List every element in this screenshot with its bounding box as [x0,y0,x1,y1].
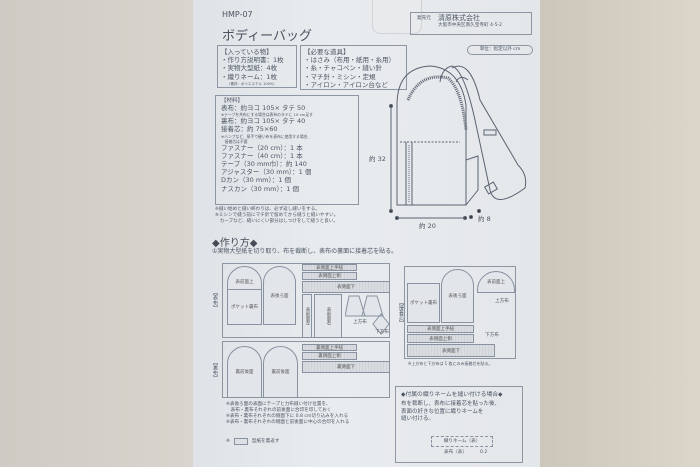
note-line: カーブなど、縫いにくい部分はしつけをして縫うと良い。 [215,219,339,224]
pattern-piece: 裏側面上側 [302,352,357,360]
zipper [406,75,468,131]
contents-item: ・織りネーム：1枚 [221,72,277,81]
piece-label: 上方布 [495,299,509,304]
depth-dimension: 約 8 [478,215,491,223]
material-line: ファスナー（40 cm）：1 本 [221,151,303,160]
layout-notes: ※表後ろ面の表面にテープと力布縫い付け位置を、 表布・裏布それぞれの前後面に合印… [226,402,349,426]
material-line: Dカン（30 mm）：1 個 [221,176,291,185]
outer-fabric-layout: 表前面上 ポケット裏布 表後ろ面 表側面上手紐 表側面上側 表側面下 表前面左 … [222,263,390,338]
pattern-piece: 裏側面下 [302,361,390,373]
tools-box: 【必要な道具】 ・はさみ（布用・紙用・糸用） ・糸・チャコペン・縫い針 ・マチ針… [300,45,407,90]
publisher-label: 発売元 [417,16,431,21]
pattern-piece: 表側面下 [302,281,390,293]
material-line: 表布：約ヨコ 105× タテ 50 [221,104,306,112]
pattern-piece: 表前面左 [302,294,312,338]
publisher-address: 大阪市中央区南久宝寺町 4-5-2 [438,23,503,28]
fabric-label: 表布（表） [444,450,467,455]
contents-item: ・作り方説明書：1枚 [221,56,284,65]
name-tag-heading: ◆付属の織りネームを縫い付ける場合◆ [401,392,503,398]
pattern-piece: 裏前後面 [263,346,298,398]
bag-illustration [389,65,527,220]
name-tag-line: 縫い付ける。 [401,416,435,423]
pattern-piece: 表側面下 [407,344,495,357]
margin-label: 0.2 [480,450,488,455]
pattern-piece: 表後ろ面 [441,269,474,323]
tools-heading: 【必要な道具】 [304,48,350,56]
lining-fabric-layout: 裏前後面 裏前後面 裏側面上手紐 裏側面上側 裏側面下 [222,341,390,398]
piece-label: 下方布 [375,330,389,335]
outer-fabric-label: 【表布】 [212,290,218,310]
material-line: ※ハンプなど、厚手で硬い布を表布に使用する場合、 [221,133,312,139]
pattern-piece: 表側面上側 [302,272,357,280]
background-right [540,0,700,467]
bag-body [396,65,467,206]
publisher-box: 発売元 清原株式会社 大阪市中央区南久宝寺町 4-5-2 [410,12,532,35]
contents-heading: 【入っている物】 [221,48,273,56]
note-line: ※ミシンで縫う前にマチ針で留めてから縫うと縫いやすい。 [215,213,339,218]
contents-box: 【入っている物】 ・作り方説明書：1枚 ・実物大型紙：4枚 ・織りネーム：1枚 … [217,45,297,88]
tools-item: ・はさみ（布用・紙用・糸用） [304,56,395,65]
material-line: 接着芯：約 75×60 [221,125,278,134]
unit-badge: 単位：指定以外 cm [467,45,533,55]
pattern-piece: ポケット裏布 [227,289,262,325]
howto-heading: ◆作り方◆ [212,238,258,249]
material-line: テープ（30 mm巾）：約 140 [221,160,307,169]
piece-label: 下方布 [485,333,499,338]
pattern-piece: 表側面上手紐 [407,325,474,333]
note-line: ※縫い始めと縫い終わりは、必ず返し縫いをする。 [215,207,320,212]
product-title: ボディーバッグ [222,29,312,44]
note-line: ※表布・裏布それぞれの側面と前後面に中心の合印を入れる [226,420,350,425]
note-line: ※表後ろ面の表面にテープと力布縫い付け位置を、 [226,402,331,407]
piece-label: 上方布 [353,320,367,325]
width-dimension: 約 20 [419,222,436,230]
interfacing-label: 【接着芯】 [398,300,404,325]
tools-item: ・マチ針・ミシン・定規 [304,72,376,81]
legend: ※ 型紙を裏返す [226,438,279,445]
pattern-piece: 表側面上側 [407,334,474,343]
contents-item: ・実物大型紙：4枚 [221,64,278,73]
sewing-notes: ※縫い始めと縫い終わりは、必ず返し縫いをする。 ※ミシンで縫う前にマチ針で留めて… [215,207,338,225]
background-left [0,0,195,467]
legend-swatch [233,438,248,445]
trapezoid-pieces [345,295,390,335]
legend-prefix: ※ [226,438,230,444]
hang-tab [372,0,422,34]
materials-heading: 【材料】 [221,98,244,104]
interfacing-layout: ポケット裏布 表後ろ面 表前面上 上方布 下方布 表側面上手紐 表側面上側 表側… [404,266,516,359]
material-line: ファスナー（20 cm）：1 本 [221,143,303,152]
note-line: ※表布・裏布それぞれの側面下に 0.8 cm切り込みを入れる [226,414,349,419]
note-line: 表布・裏布それぞれの前後面に合印を印しておく [226,408,332,413]
publisher-name: 清原株式会社 [438,14,480,22]
product-code: HMP-07 [222,10,253,19]
legend-text: 型紙を裏返す [251,438,280,444]
contents-note: （素材：ポリエステル 100%） [227,81,277,86]
height-dimension: 約 32 [369,155,386,163]
material-line: ※テープを共布にする場合は表布のタテに 10 cm足す [221,112,313,118]
pattern-piece: 裏前後面 [227,346,262,398]
name-tag-line: 表面の好きな位置に織りネームを [401,408,484,415]
pattern-piece: 表前面上 [477,271,515,293]
pattern-piece: 裏側面上手紐 [302,344,357,351]
tools-item: ・糸・チャコペン・縫い針 [304,64,382,73]
lining-fabric-label: 【裏布】 [212,360,218,380]
strap [439,65,527,200]
material-line: ナスカン（30 mm）：1 個 [221,184,299,193]
tools-item: ・アイロン・アイロン台など [304,80,388,89]
name-tag-line: 布を裁断し、表布に接着芯を貼った後、 [401,401,501,408]
name-tag-box: ◆付属の織りネームを縫い付ける場合◆ 布を裁断し、表布に接着芯を貼った後、 表面… [395,386,523,463]
material-line: 裏布：約ヨコ 105× タテ 40 [221,117,306,126]
pattern-piece: 表後ろ面 [263,266,296,325]
material-line: アジャスター（30 mm）：1 個 [221,168,312,177]
pattern-piece: 表側面上手紐 [302,264,357,271]
pattern-piece: ポケット裏布 [407,283,440,323]
material-line: 接着芯は不要 [221,138,248,144]
interfacing-note: ※上方布と下方布は 1 枚にのみ接着芯を貼る。 [408,361,493,366]
name-tag-illustration: 織りネーム（表） [431,436,493,447]
step-1: ①実物大型紙を切り取り、布を裁断し、表布の裏面に接着芯を貼る。 [212,248,398,255]
materials-box: 【材料】 表布：約ヨコ 105× タテ 50※テープを共布にする場合は表布のタテ… [215,95,359,205]
pattern-piece: 表前面右 [314,294,342,338]
